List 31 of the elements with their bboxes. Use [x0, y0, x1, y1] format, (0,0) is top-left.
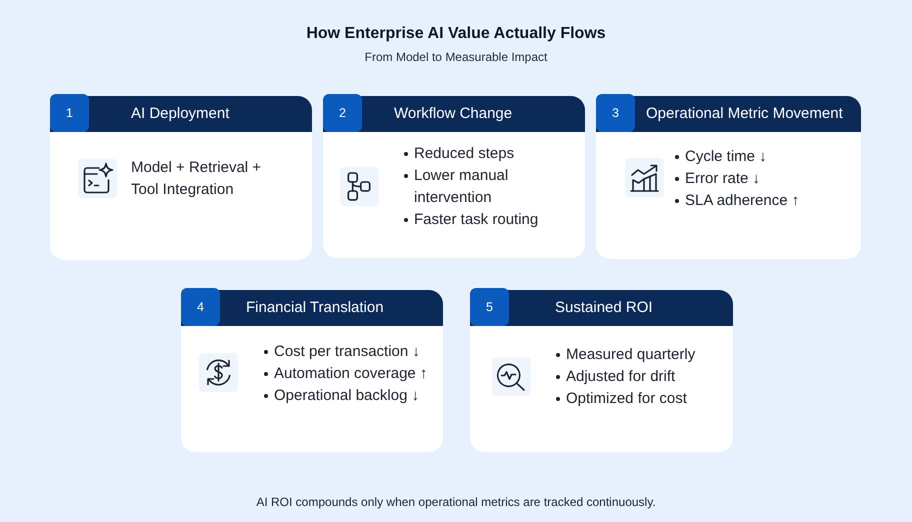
subtitle: From Model to Measurable Impact	[364, 49, 548, 65]
step-title: Sustained ROI	[555, 299, 653, 317]
step-card	[323, 96, 585, 258]
bullet-item: Cycle time ↓	[674, 146, 856, 168]
step-title: Financial Translation	[246, 299, 384, 317]
step-number-badge: 1	[50, 94, 89, 132]
bullet-item: SLA adherence ↑	[674, 190, 856, 212]
bullet-item: Faster task routing	[403, 209, 577, 231]
step-card	[181, 290, 443, 452]
bullet-item: Operational backlog ↓	[263, 385, 441, 407]
bullet-item: Cost per transaction ↓	[263, 341, 441, 363]
bullet-item: Error rate ↓	[674, 168, 856, 190]
step-number-badge: 3	[596, 94, 635, 132]
bullet-item: Reduced steps	[403, 143, 577, 165]
bullet-item: Optimized for cost	[555, 388, 727, 410]
bullet-item: Automation coverage ↑	[263, 363, 441, 385]
bullet-item: Measured quarterly	[555, 344, 727, 366]
bullet-item: Lower manual intervention	[403, 165, 577, 209]
step-title: Workflow Change	[394, 105, 512, 123]
step-number-badge: 2	[323, 94, 362, 132]
step-card	[470, 290, 733, 452]
step-number-badge: 5	[470, 288, 509, 326]
step-title: Operational Metric Movement	[646, 105, 843, 123]
step-title: AI Deployment	[131, 105, 230, 123]
step-card	[50, 96, 312, 260]
bullet-item: Adjusted for drift	[555, 366, 727, 388]
footer-note: AI ROI compounds only when operational metrics are tracked continuously.	[256, 494, 656, 510]
step-description: Model + Retrieval + Tool Integration	[131, 158, 262, 200]
diagram-title: How Enterprise AI Value Actually Flows	[306, 24, 606, 44]
step-card	[596, 96, 861, 259]
step-number-badge: 4	[181, 288, 220, 326]
